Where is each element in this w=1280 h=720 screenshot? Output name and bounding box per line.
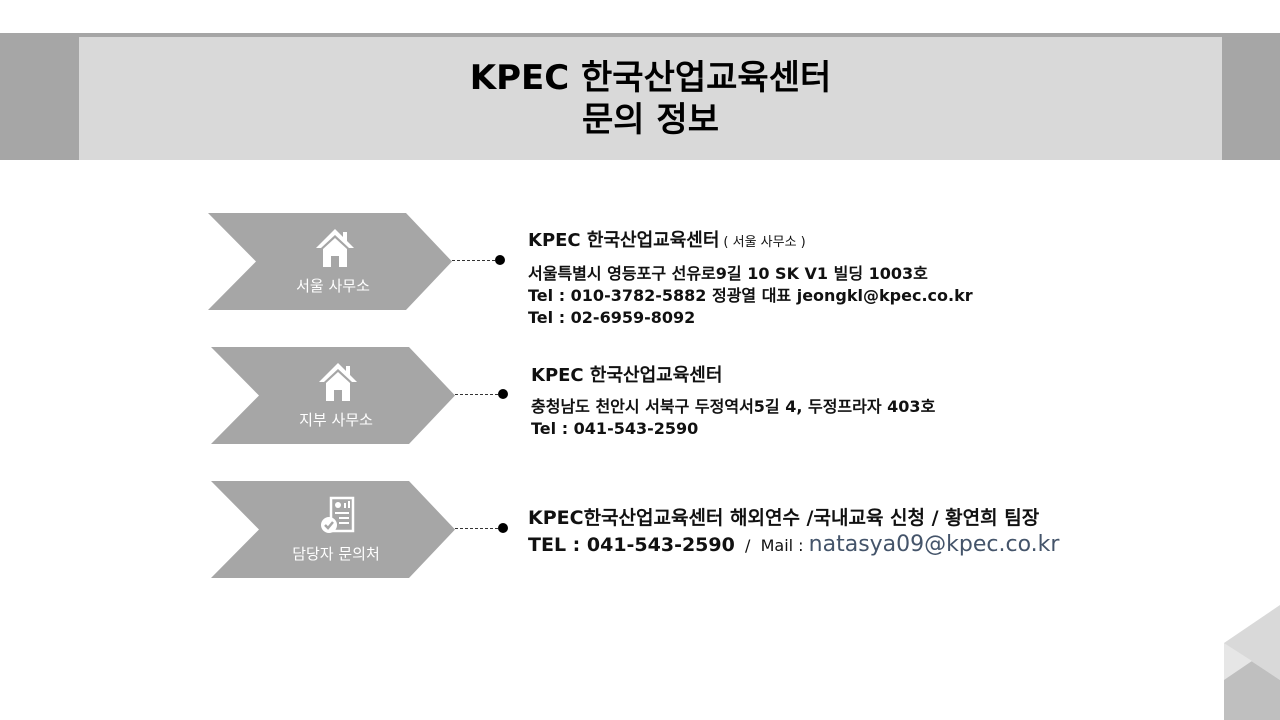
contact-tel: TEL : 041-543-2590 xyxy=(528,534,735,556)
house-icon xyxy=(319,363,357,401)
office-tel-1: Tel : 010-3782-5882 정광열 대표 jeongkl@kpec.… xyxy=(528,286,973,305)
chevron-seoul-office: 서울 사무소 xyxy=(208,213,452,310)
chevron-label: 지부 사무소 xyxy=(299,411,373,429)
contact-line: KPEC한국산업교육센터 해외연수 /국내교육 신청 / 황연희 팀장 xyxy=(528,507,1040,529)
house-icon xyxy=(316,229,354,267)
office-address: 서울특별시 영등포구 선유로9길 10 SK V1 빌딩 1003호 xyxy=(528,264,928,283)
connector-line xyxy=(455,528,503,529)
branch-office-info: KPEC 한국산업교육센터 충청남도 천안시 서북구 두정역서5길 4, 두정프… xyxy=(531,364,935,440)
connector-line xyxy=(455,394,503,395)
connector-dot xyxy=(495,255,505,265)
document-check-icon xyxy=(321,496,355,533)
mail-link[interactable]: natasya09@kpec.co.kr xyxy=(808,532,1060,557)
header: KPEC 한국산업교육센터 문의 정보 xyxy=(79,37,1222,160)
chevron-branch-office: 지부 사무소 xyxy=(211,347,455,444)
seoul-office-info: KPEC 한국산업교육센터( 서울 사무소 ) 서울특별시 영등포구 선유로9길… xyxy=(528,229,973,329)
mail-label: Mail : xyxy=(760,536,809,555)
separator: / xyxy=(734,536,761,555)
office-tel-2: Tel : 02-6959-8092 xyxy=(528,308,696,327)
chevron-label: 담당자 문의처 xyxy=(292,545,380,563)
office-name: KPEC 한국산업교육센터( 서울 사무소 ) xyxy=(528,230,806,251)
contact-tel-mail: TEL : 041-543-2590 / Mail : natasya09@kp… xyxy=(528,530,1059,561)
connector-dot xyxy=(498,523,508,533)
contact-info: KPEC한국산업교육센터 해외연수 /국내교육 신청 / 황연희 팀장 TEL … xyxy=(528,506,1059,561)
page-title: KPEC 한국산업교육센터 xyxy=(469,57,832,98)
connector-line xyxy=(452,260,500,261)
office-address: 충청남도 천안시 서북구 두정역서5길 4, 두정프라자 403호 xyxy=(531,397,936,416)
connector-dot xyxy=(498,389,508,399)
page-subtitle: 문의 정보 xyxy=(582,99,719,140)
chevron-contact: 담당자 문의처 xyxy=(211,481,455,578)
office-name: KPEC 한국산업교육센터 xyxy=(531,365,723,386)
chevron-label: 서울 사무소 xyxy=(296,277,370,295)
decorative-corner-shape xyxy=(1224,605,1280,720)
office-tel-1: Tel : 041-543-2590 xyxy=(531,419,699,438)
